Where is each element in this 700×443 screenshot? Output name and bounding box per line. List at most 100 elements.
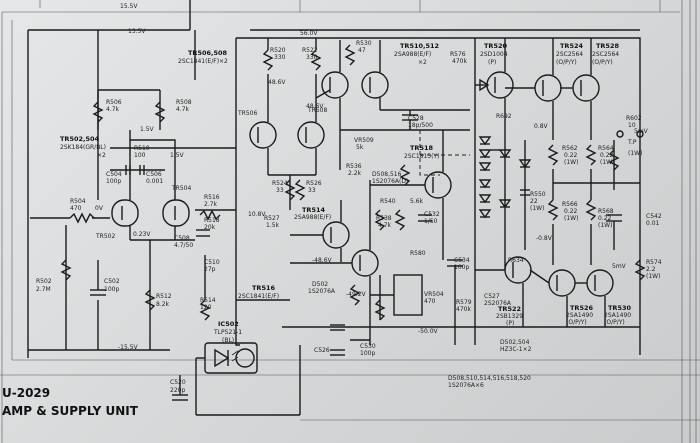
tr514-symbol <box>322 221 350 249</box>
r508-label: R508 <box>176 99 192 106</box>
tr528-grade: (O/P/Y) <box>592 59 613 66</box>
c530-label: C530 <box>360 343 376 350</box>
c532-value: 1/50 <box>424 218 438 225</box>
supply-label-15v: 15.5V <box>120 3 138 10</box>
tr506-label: TR506 <box>237 110 257 117</box>
tr530-grade: (O/P/Y) <box>604 319 625 326</box>
v023-label: 0.23V <box>133 231 151 238</box>
tr528-part: 2SC2564 <box>592 51 619 58</box>
ic502-optocoupler <box>172 342 301 416</box>
tr512-symbol <box>361 71 389 99</box>
supply-label-13v: 13.5V <box>128 28 146 35</box>
tr524-part: 2SC2564 <box>556 51 583 58</box>
v08-label: 0.8V <box>534 123 549 130</box>
tr520-symbol <box>486 71 514 99</box>
tr528-label: TR528 <box>596 42 619 50</box>
tr520-part: 2SD1004 <box>480 51 508 58</box>
r634-label: R634 <box>508 257 524 264</box>
r518-value: 20k <box>204 224 216 231</box>
c526-label: C526 <box>314 347 330 354</box>
d502-part: 1S2076A <box>308 288 336 295</box>
r568-label: R568 <box>598 208 614 215</box>
r562-value: 0.22 <box>564 152 578 159</box>
r506-label: R506 <box>106 99 122 106</box>
r512-value: 8.2k <box>156 301 170 308</box>
c508-value: 4.7/50 <box>174 242 193 249</box>
r536-value: 2.2k <box>348 170 362 177</box>
bias-diodes <box>478 136 532 250</box>
r580-label: R580 <box>410 250 426 257</box>
r527-label: R527 <box>264 215 280 222</box>
c534-value: 100p <box>454 264 469 271</box>
vr504-value: 470 <box>424 298 436 305</box>
tr526-grade: (O/P/Y) <box>566 319 587 326</box>
tr524-symbol <box>534 74 562 102</box>
supply-m50: -50.0V <box>418 328 439 335</box>
r566-label: R566 <box>562 201 578 208</box>
r574-value: 2.2 <box>646 266 656 273</box>
d502-504-label: D502,504 <box>500 339 530 346</box>
c506-label: C506 <box>146 171 162 178</box>
d502-label: D502 <box>312 281 328 288</box>
tr516-part: 2SC1841(E/F) <box>238 293 279 300</box>
tr510-512-part: 2SA988(E/F) <box>394 51 431 58</box>
c520-value: 220p <box>170 387 185 394</box>
r574-label: R574 <box>646 259 662 266</box>
r568-watt: (1W) <box>598 222 612 229</box>
c530-value: 100p <box>360 350 375 357</box>
tr510-symbol <box>321 71 349 99</box>
r550-label: R550 <box>530 191 546 198</box>
tr530-symbol <box>586 269 614 297</box>
r520-value: 330 <box>274 54 286 61</box>
r518-label: R518 <box>204 217 220 224</box>
tr526-part: 2SA1490 <box>566 312 593 319</box>
c528-value: 18p/500 <box>408 122 433 129</box>
c527-label: C527 <box>484 293 500 300</box>
r540-label: R540 <box>380 198 396 205</box>
v0-label: 0V <box>95 205 104 212</box>
r502-value: 2.7M <box>36 286 51 293</box>
r527-value: 1.5k <box>266 222 280 229</box>
vr509-label: VR509 <box>354 137 374 144</box>
tr520-grade: (P) <box>488 59 496 66</box>
r602-watt: (1W) <box>628 150 642 157</box>
tr528-symbol <box>572 74 600 102</box>
c504-label: C504 <box>106 171 122 178</box>
r564-label: R564 <box>598 145 614 152</box>
tr502-symbol <box>111 199 139 227</box>
r538-label: R538 <box>376 215 392 222</box>
r530-value: 47 <box>358 47 366 54</box>
r516-label: R516 <box>204 194 220 201</box>
tp-label: T.P <box>627 139 637 146</box>
tr510-512-qty: ×2 <box>418 59 427 66</box>
c502-value: 100p <box>104 286 119 293</box>
tr522-label: TR522 <box>498 305 521 313</box>
tr522-part: 2SB1329 <box>496 313 523 320</box>
c506-value: 0.001 <box>146 178 163 185</box>
r524-label: R524 <box>272 180 288 187</box>
r504-value: 470 <box>70 205 82 212</box>
r550-value: 22 <box>530 198 538 205</box>
c527-part: 2S2076A <box>484 300 512 307</box>
ic502-part: TLP521-1 <box>213 329 242 336</box>
r566-value: 0.22 <box>564 208 578 215</box>
tr526-symbol <box>548 269 576 297</box>
c534-label: C534 <box>454 257 470 264</box>
r602-label: R602 <box>626 115 642 122</box>
tr504-symbol <box>162 199 190 227</box>
v486b-label: 48.6V <box>306 103 324 110</box>
tr504-label: TR504 <box>171 185 191 192</box>
tr506-508-part: 2SC1841(E/F)×2 <box>178 58 228 65</box>
supply-m48: -48.6V <box>312 257 333 264</box>
c542-value: 0.01 <box>646 220 660 227</box>
r504-label: R504 <box>70 198 86 205</box>
tr514-label: TR514 <box>302 206 325 214</box>
tr508-label: TR508 <box>307 107 327 114</box>
r574-watt: (1W) <box>646 273 660 280</box>
d508-520-label: D508,510,514,516,518,520 <box>448 375 531 382</box>
r522-label: R522 <box>302 47 318 54</box>
tr530-part: 2SA1490 <box>604 312 631 319</box>
c502-label: C502 <box>104 278 120 285</box>
d508-520-part: 1S2076A×6 <box>448 382 484 389</box>
